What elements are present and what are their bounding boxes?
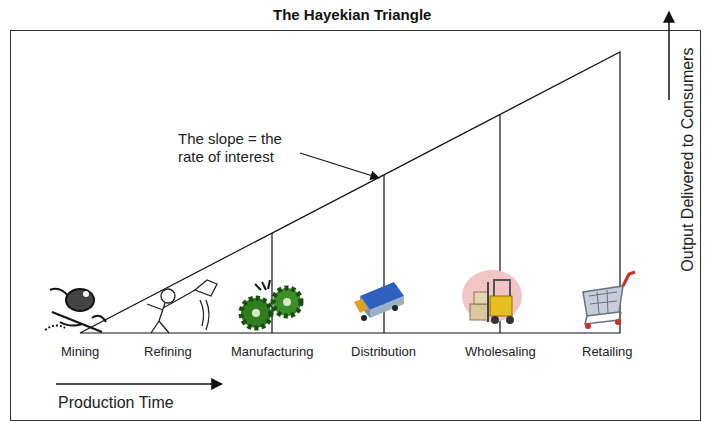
refining-icon [147,280,217,333]
stage-label: Mining [61,344,99,360]
callout-text: The slope = the rate of interest [178,130,306,166]
mining-icon [45,289,106,332]
axis-label: Production Time [58,393,174,412]
frame [11,31,701,421]
output-arrow [668,12,670,100]
hypotenuse [80,52,620,333]
forklift-icon [462,270,522,324]
stage-label: Distribution [351,344,416,360]
stage-line [271,233,272,333]
stage-label: Retailing [582,344,633,360]
time-arrow [56,383,222,385]
cart-icon [583,272,635,329]
stage-label: Manufacturing [231,344,313,360]
diagram-title: The Hayekian Triangle [273,6,431,24]
stage-label: Refining [144,344,192,360]
stage-label: Wholesaling [465,344,536,360]
truck-icon [354,282,404,321]
axis-label: Output Delivered to Consumers [678,48,697,272]
gears-icon [241,280,301,328]
callout-arrow [300,153,379,178]
